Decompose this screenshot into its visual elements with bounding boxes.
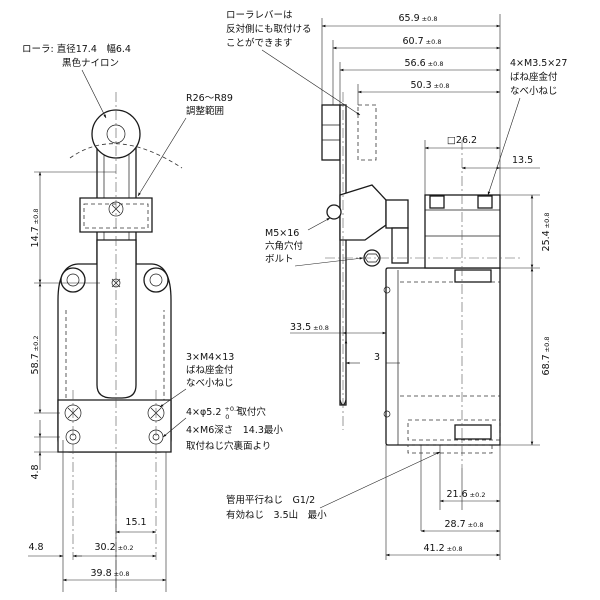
range-note: R26～R89 (186, 93, 233, 104)
conduit-note-2: 有効ねじ 3.5山 最小 (226, 509, 327, 521)
dim-56-6: 56.6±0.8 (405, 58, 444, 69)
side-dimensions: 65.9±0.8 60.7±0.8 56.6±0.8 50.3±0.8 □26.… (290, 13, 552, 560)
lever-note-2: 反対側にも取付ける (226, 23, 312, 35)
dim-15-1: 15.1 (125, 517, 146, 528)
front-screw-note-2: ばね座金付 (186, 364, 234, 376)
front-dimensions: 14.7±0.8 58.7±0.2 4.8 15.1 30.2±0.2 4.8 … (28, 171, 167, 592)
roller-material-note: 黒色ナイロン (62, 57, 119, 69)
dim-14-7: 14.7±0.8 (30, 209, 41, 248)
base-flange (57, 399, 172, 453)
conduit-note: 管用平行ねじ G1/2 (226, 494, 315, 506)
side-view (321, 92, 520, 468)
top-screw-note: 4×M3.5×27 (510, 58, 567, 69)
dim-4-8-vertical: 4.8 (30, 464, 41, 479)
top-screw-note-3: なべ小ねじ (510, 86, 558, 97)
dim-60-7: 60.7±0.8 (403, 36, 442, 47)
front-screw-note: 3×M4×13 (186, 352, 234, 363)
lever-note: ローラレバーは (226, 10, 293, 21)
lever-note-3: ことができます (226, 37, 293, 49)
side-notes: ローラレバーは 反対側にも取付ける ことができます 4×M3.5×27 ばね座金… (226, 10, 567, 521)
front-notes: ローラ: 直径17.4 幅6.4 黒色ナイロン R26～R89 調整範囲 3×M… (22, 43, 283, 452)
dim-65-9: 65.9±0.8 (399, 13, 438, 24)
dim-39-8: 39.8±0.8 (91, 568, 130, 579)
housing-side (385, 267, 501, 446)
dim-26-2-square: □26.2 (447, 135, 477, 146)
dim-41-2: 41.2±0.8 (424, 543, 463, 554)
range-note-2: 調整範囲 (186, 105, 224, 117)
dim-58-7: 58.7±0.2 (30, 336, 41, 375)
dim-13-5: 13.5 (512, 155, 533, 166)
dim-21-6: 21.6±0.2 (447, 489, 486, 500)
dim-50-3: 50.3±0.8 (411, 80, 450, 91)
dim-68-7: 68.7±0.8 (541, 337, 552, 376)
dim-25-4: 25.4±0.8 (541, 213, 552, 252)
dim-30-2: 30.2±0.2 (95, 542, 134, 553)
dim-28-7: 28.7±0.8 (445, 519, 484, 530)
bolt-note-2: 六角穴付 (265, 240, 304, 252)
mount-thread-note-2: 取付ねじ穴裏面より (186, 440, 271, 452)
dim-3: 3 (374, 352, 380, 363)
lever-clamp (339, 184, 387, 241)
dim-4-8-horizontal: 4.8 (28, 542, 43, 553)
bolt-note: M5×16 (265, 228, 299, 239)
bolt-note-3: ボルト (265, 254, 294, 265)
dim-33-5: 33.5±0.8 (290, 322, 329, 333)
front-screw-note-3: なべ小ねじ (186, 378, 234, 389)
roller-note: ローラ: 直径17.4 幅6.4 (22, 43, 131, 55)
front-view (57, 92, 183, 592)
mount-thread-note: 4×M6深さ 14.3最小 (186, 425, 283, 436)
top-screw-note-2: ばね座金付 (510, 71, 558, 83)
